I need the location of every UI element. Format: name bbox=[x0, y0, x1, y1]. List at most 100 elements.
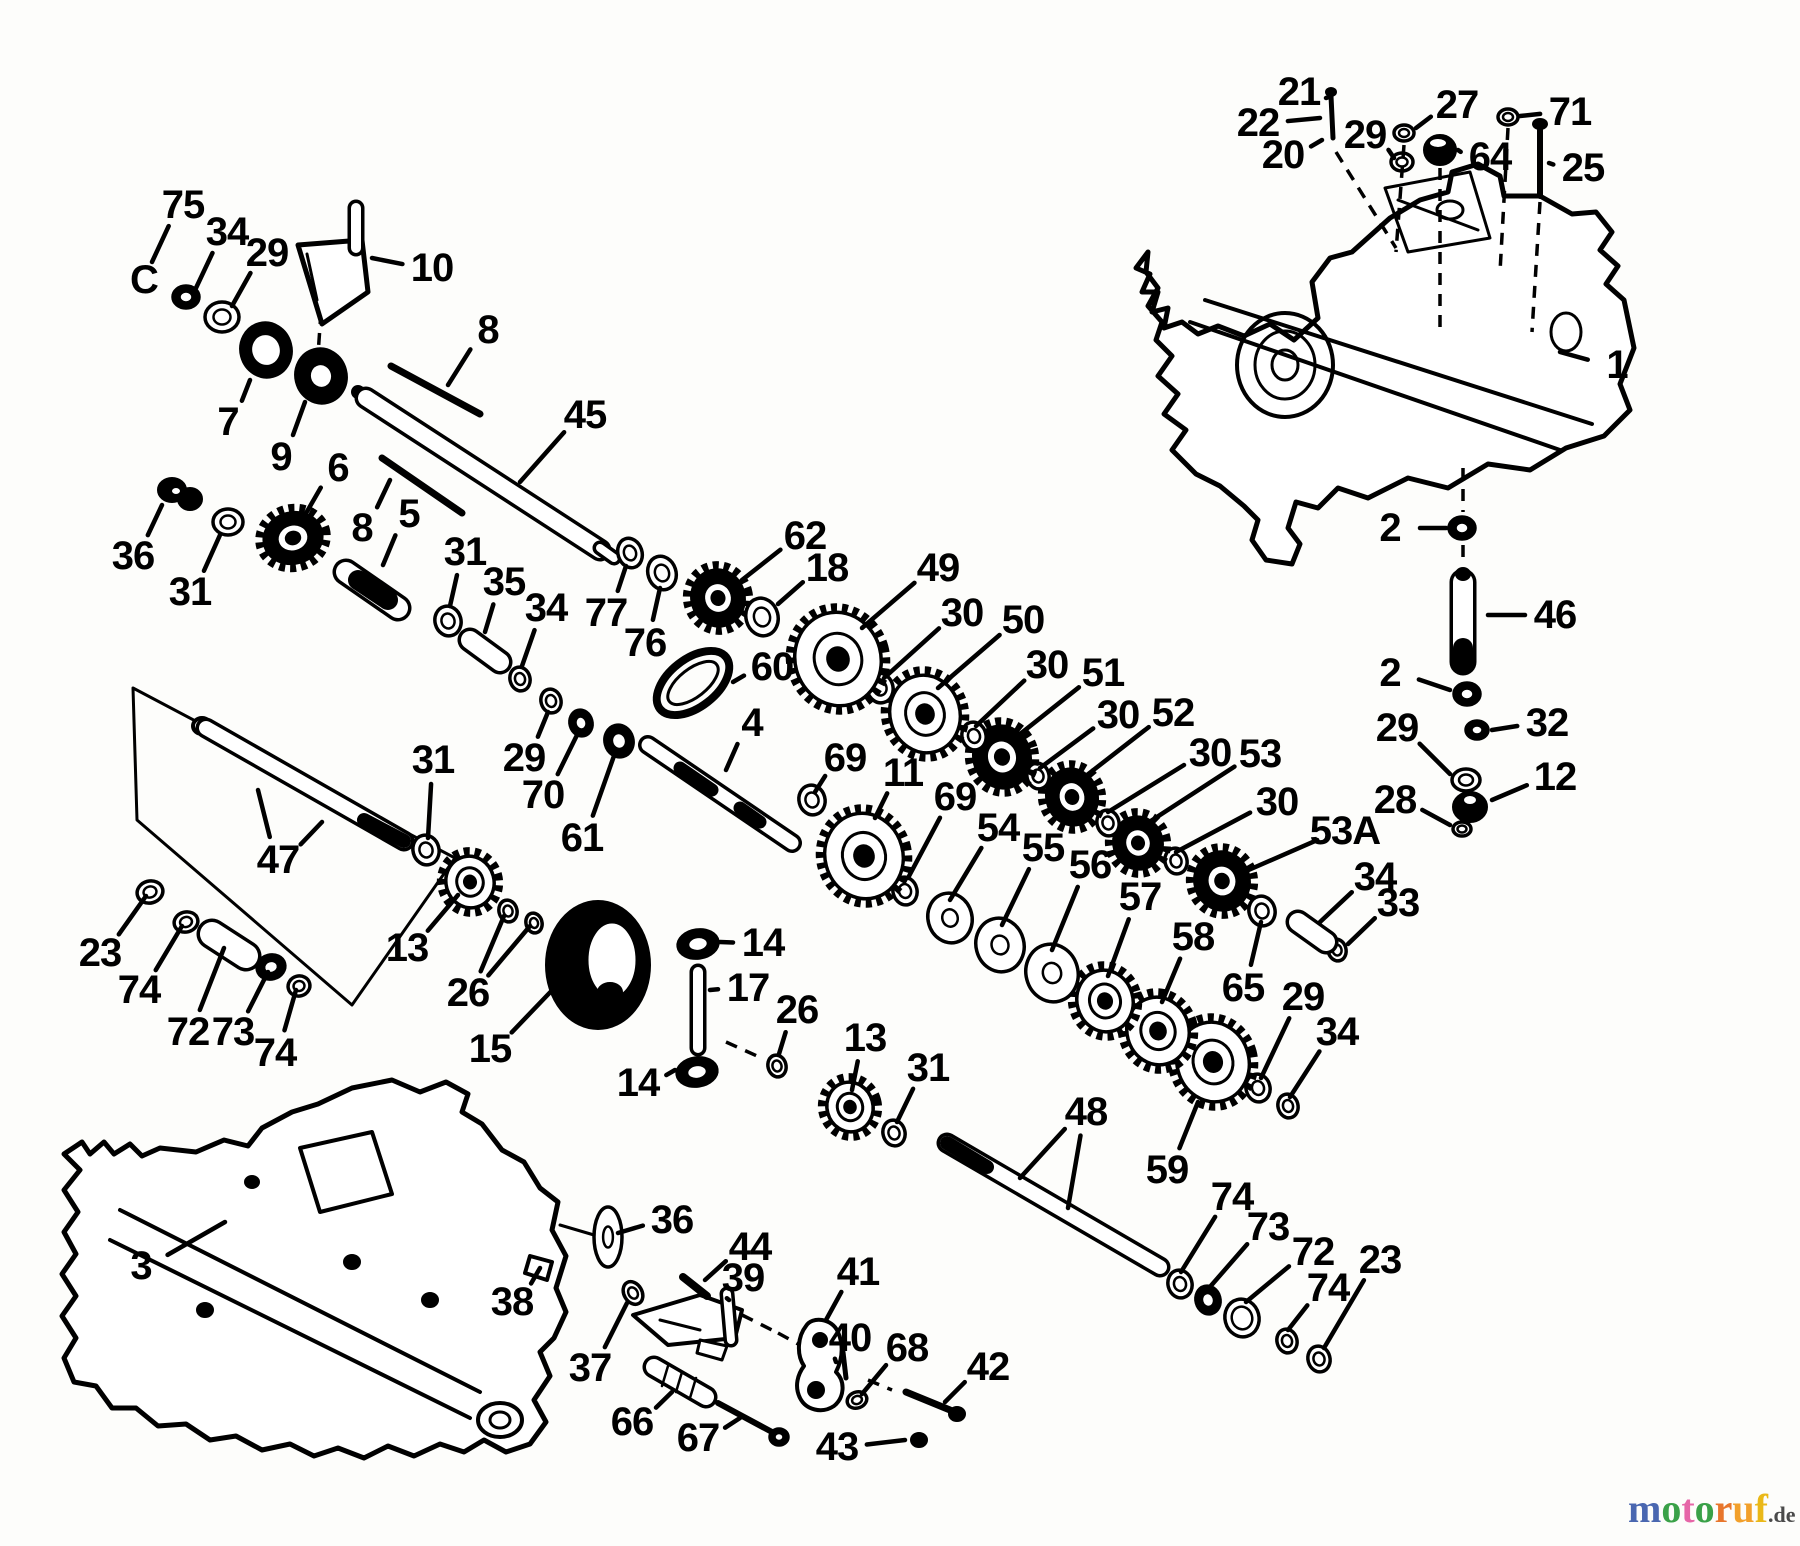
label-14-a: 14 bbox=[741, 921, 785, 965]
label-59: 59 bbox=[1145, 1148, 1189, 1192]
leader-line bbox=[653, 1389, 675, 1410]
label-56: 56 bbox=[1068, 843, 1112, 887]
label-26-b: 26 bbox=[775, 988, 819, 1032]
leader-line bbox=[849, 1059, 860, 1093]
ring-70 bbox=[568, 708, 594, 738]
leader-line bbox=[535, 709, 551, 739]
label-34-d: 34 bbox=[1315, 1010, 1359, 1054]
label-23-b: 23 bbox=[1358, 1238, 1402, 1282]
label-34-a: 34 bbox=[205, 210, 249, 254]
ring-31-d bbox=[881, 1118, 907, 1148]
watermark-logo: motoruf.de bbox=[1628, 1489, 1796, 1529]
gear-6 bbox=[255, 503, 331, 573]
label-54: 54 bbox=[976, 806, 1020, 850]
ring-32 bbox=[1464, 719, 1490, 741]
ring-18 bbox=[744, 596, 780, 638]
ring-27 bbox=[1392, 123, 1416, 143]
leader-line bbox=[905, 815, 943, 881]
leader-line bbox=[1317, 889, 1355, 925]
spring-66-coil3 bbox=[688, 1376, 698, 1400]
label-29-d: 29 bbox=[1375, 706, 1419, 750]
leader-line bbox=[1065, 1133, 1083, 1211]
label-34-c: 34 bbox=[1353, 855, 1397, 899]
dash-39-41-a bbox=[741, 1313, 773, 1332]
leader-line bbox=[1416, 677, 1453, 693]
label-3: 3 bbox=[130, 1244, 152, 1288]
ring-2-b bbox=[1452, 681, 1482, 707]
leader-line bbox=[1243, 1264, 1292, 1305]
label-28: 28 bbox=[1373, 778, 1417, 822]
leader-line bbox=[707, 987, 721, 993]
ring-14-b bbox=[675, 1056, 719, 1088]
disc-56 bbox=[1024, 942, 1080, 1004]
bushing-72-b bbox=[1223, 1297, 1261, 1339]
housing-lower-dot1 bbox=[244, 1175, 260, 1189]
shaft-46-nub bbox=[1455, 567, 1471, 581]
leader-line bbox=[116, 893, 149, 937]
leader-line bbox=[1455, 147, 1463, 155]
bushing-35 bbox=[457, 627, 513, 675]
leader-line bbox=[1206, 1242, 1250, 1291]
leader-line bbox=[1137, 764, 1237, 831]
watermark-letter: u bbox=[1732, 1486, 1755, 1531]
plate-41-hole1 bbox=[812, 1332, 828, 1348]
rod-8-b bbox=[378, 454, 466, 517]
leader-line bbox=[1386, 147, 1397, 161]
shaft-45 bbox=[354, 386, 612, 562]
leader-line bbox=[1413, 114, 1434, 131]
housing-upper-bracket-line bbox=[1396, 198, 1480, 232]
plate-41-hole2 bbox=[807, 1381, 825, 1399]
label-29-b: 29 bbox=[502, 736, 546, 780]
leader-line bbox=[881, 626, 942, 681]
ring-30-e bbox=[1163, 846, 1189, 876]
pulley-15-hub bbox=[597, 982, 623, 1002]
label-23-a: 23 bbox=[78, 931, 122, 975]
leader-line bbox=[664, 1067, 678, 1078]
label-74-a: 74 bbox=[117, 968, 161, 1012]
leader-line bbox=[739, 547, 783, 583]
ring-73-b bbox=[1194, 1284, 1222, 1316]
leader-line bbox=[1321, 1277, 1367, 1351]
label-44: 44 bbox=[728, 1225, 772, 1269]
dash-25 bbox=[1530, 201, 1542, 333]
label-31-d: 31 bbox=[906, 1046, 950, 1090]
spring-66-coil1 bbox=[660, 1364, 670, 1388]
disc-55 bbox=[974, 916, 1026, 974]
spring-66-coil2 bbox=[674, 1370, 684, 1394]
leader-line bbox=[290, 399, 308, 438]
leader-line bbox=[935, 632, 1002, 691]
leader-line bbox=[1287, 1049, 1322, 1100]
leader-line bbox=[973, 678, 1027, 729]
leader-line bbox=[149, 223, 171, 265]
leader-line bbox=[1007, 685, 1082, 745]
label-76: 76 bbox=[623, 621, 667, 665]
leader-line bbox=[445, 347, 473, 388]
ring-26-c bbox=[766, 1053, 788, 1079]
ring-2-a bbox=[1447, 515, 1477, 541]
label-17: 17 bbox=[726, 966, 770, 1010]
label-22: 22 bbox=[1236, 101, 1280, 145]
label-68: 68 bbox=[885, 1326, 929, 1370]
leader-line bbox=[1241, 837, 1320, 875]
label-37: 37 bbox=[568, 1346, 612, 1390]
leader-line bbox=[517, 429, 567, 485]
flange-36-b bbox=[592, 1205, 624, 1269]
label-30-d: 30 bbox=[1188, 731, 1232, 775]
leader-line bbox=[942, 1379, 967, 1405]
snap-ring-60-inner bbox=[666, 659, 720, 707]
label-53: 53 bbox=[1238, 732, 1282, 776]
label-42: 42 bbox=[966, 1345, 1010, 1389]
housing-lower-dot2 bbox=[343, 1254, 361, 1270]
label-26-a: 26 bbox=[446, 971, 490, 1015]
label-12: 12 bbox=[1533, 755, 1577, 799]
ring-28 bbox=[1451, 820, 1473, 838]
leader-line bbox=[425, 781, 434, 841]
ring-31-b bbox=[433, 604, 463, 638]
nut-36-hole bbox=[170, 486, 182, 496]
leader-line bbox=[447, 572, 460, 609]
leader-line bbox=[165, 1219, 228, 1258]
leader-line bbox=[1417, 741, 1453, 777]
leader-line bbox=[615, 1223, 646, 1236]
ring-77 bbox=[615, 536, 645, 570]
